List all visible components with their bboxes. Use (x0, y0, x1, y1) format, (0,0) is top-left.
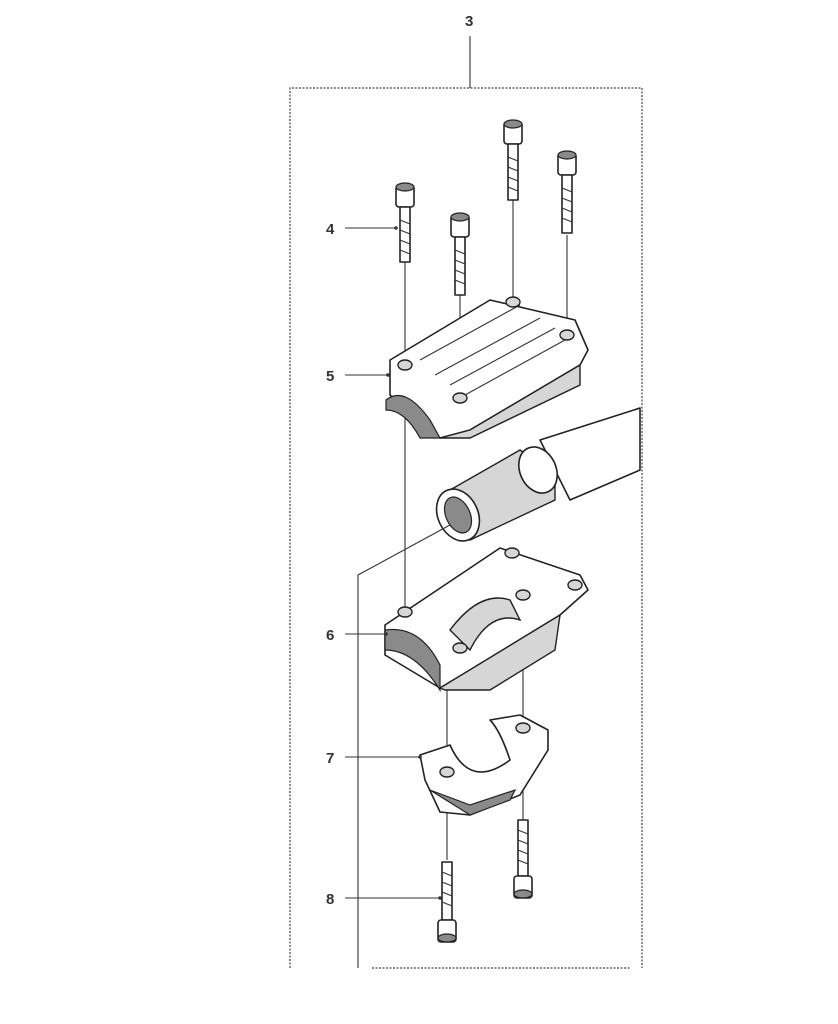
upper-clamp-part-5 (385, 296, 589, 439)
assembly-boundary (289, 36, 643, 969)
screw-part-8 (437, 861, 457, 943)
lower-clamp-part-6 (384, 547, 589, 693)
callout-leaders (345, 226, 442, 900)
callout-label-5: 5 (326, 368, 334, 385)
callout-label-4: 4 (326, 221, 335, 238)
callout-label-8: 8 (326, 891, 334, 908)
screw-upper-4 (557, 150, 577, 234)
screw-upper-2 (450, 212, 470, 296)
screw-lower-2 (513, 819, 533, 899)
screw-part-4 (395, 182, 415, 263)
callout-label-3: 3 (465, 13, 473, 30)
callout-label-6: 6 (326, 627, 334, 644)
callout-label-7: 7 (326, 750, 334, 767)
screw-upper-3 (503, 119, 523, 201)
small-clamp-part-7 (419, 714, 549, 816)
handle-tube (435, 407, 641, 542)
